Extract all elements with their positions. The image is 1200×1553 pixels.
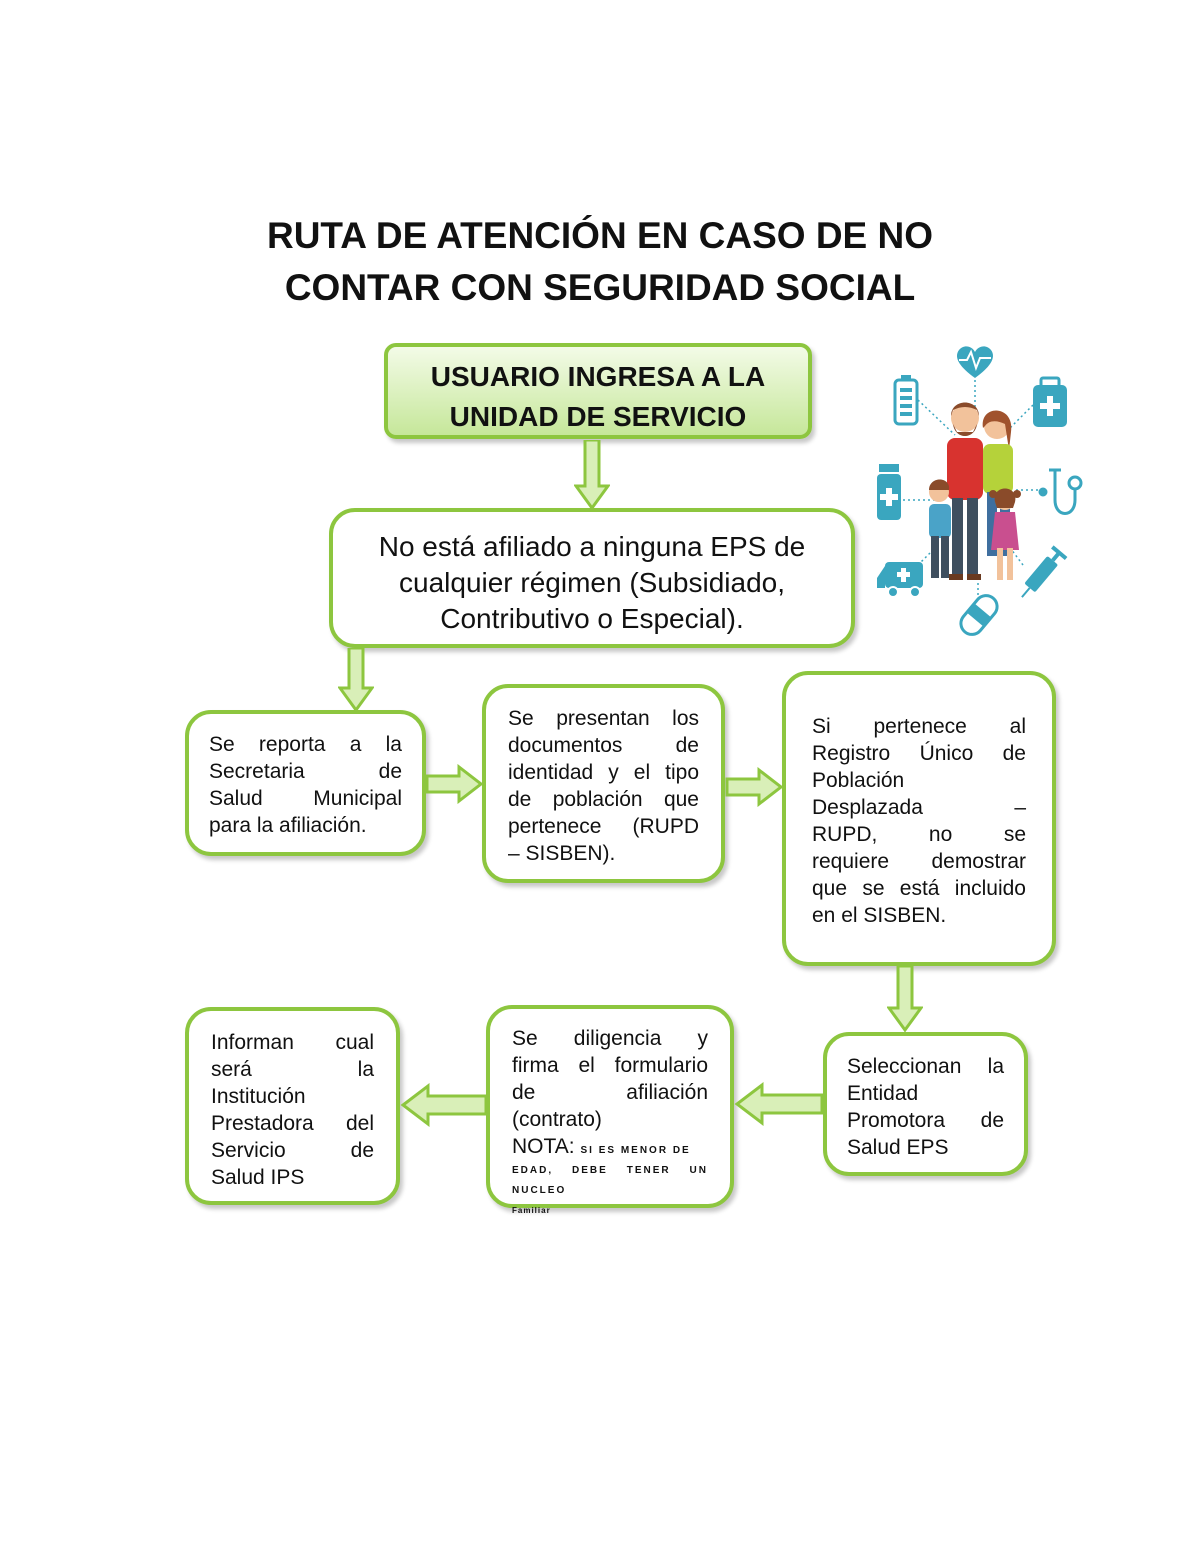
node-form-nota: NOTA: SI ES MENOR DE [512, 1133, 708, 1161]
node-ips-line: será la [211, 1058, 374, 1081]
node-not-affiliated: No está afiliado a ninguna EPS de cualqu… [329, 508, 855, 648]
arrow-left-2 [400, 1083, 488, 1127]
arrow-right-1 [425, 764, 483, 804]
node-not-affiliated-line-1: No está afiliado a ninguna EPS de [378, 531, 806, 562]
node-form-line: (contrato) [512, 1108, 602, 1131]
node-report-line: para la afiliación. [209, 814, 367, 837]
node-documents-line: de población que [508, 788, 699, 811]
node-select-eps-line: Seleccionan la [847, 1055, 1004, 1078]
node-documents-line: – SISBEN). [508, 842, 616, 865]
node-select-eps-line: Salud EPS [847, 1136, 949, 1159]
node-report-secretary: Se reporta a la Secretaria de Salud Muni… [185, 710, 426, 856]
family-icon [929, 402, 1021, 580]
node-rupd-line: RUPD, no se [812, 823, 1026, 846]
nota-text-2: EDAD, DEBE TENER UN NUCLEO [512, 1165, 708, 1196]
node-affiliation-form: Se diligencia y firma el formulario de a… [486, 1005, 734, 1215]
node-not-affiliated-line-2: cualquier régimen (Subsidiado, [399, 567, 785, 598]
node-rupd-line: Población [812, 769, 905, 792]
node-rupd-line: que se está incluido [812, 877, 1026, 900]
bandage-icon [959, 594, 999, 636]
arrow-down-1 [574, 440, 610, 510]
family-health-illustration [877, 346, 1083, 636]
node-not-affiliated-line-3: Contributivo o Especial). [440, 603, 744, 634]
node-report-line: Secretaria de [209, 760, 402, 783]
node-select-eps: Seleccionan la Entidad Promotora de Salu… [823, 1032, 1028, 1176]
node-rupd-line: Desplazada – [812, 796, 1026, 819]
node-select-eps-line: Entidad [847, 1082, 919, 1105]
node-documents-line: Se presentan los [508, 707, 699, 730]
node-ips-line: Informan cual [211, 1031, 374, 1054]
ambulance-icon [877, 562, 923, 598]
arrow-down-3 [887, 966, 923, 1032]
node-inform-ips: Informan cual será la Institución Presta… [185, 1007, 400, 1205]
node-documents-line: pertenece (RUPD [508, 815, 699, 838]
first-aid-kit-icon [1033, 376, 1067, 427]
stethoscope-icon [1038, 468, 1083, 515]
page-title: RUTA DE ATENCIÓN EN CASO DE NO CONTAR CO… [150, 210, 1050, 314]
title-line-1: RUTA DE ATENCIÓN EN CASO DE NO [266, 215, 934, 256]
node-form-line: Se diligencia y [512, 1027, 708, 1050]
node-ips-line: Prestadora del [211, 1112, 374, 1135]
medicine-bottle-icon [877, 464, 901, 520]
heart-pulse-icon [956, 346, 994, 378]
battery-icon [893, 375, 919, 426]
node-rupd-line: Registro Único de [812, 742, 1026, 765]
node-user-enters: USUARIO INGRESA A LA UNIDAD DE SERVICIO [384, 343, 812, 439]
syringe-icon [1021, 545, 1068, 598]
node-form-line: firma el formulario [512, 1054, 708, 1077]
node-user-enters-line-1: USUARIO INGRESA A LA [430, 361, 766, 392]
arrow-right-2 [725, 767, 783, 807]
node-present-documents: Se presentan los documentos de identidad… [482, 684, 725, 883]
node-user-enters-line-2: UNIDAD DE SERVICIO [449, 401, 747, 432]
title-line-2: CONTAR CON SEGURIDAD SOCIAL [284, 267, 916, 308]
arrow-down-2 [338, 648, 374, 712]
arrow-left-1 [734, 1082, 824, 1126]
node-select-eps-line: Promotora de [847, 1109, 1004, 1132]
node-ips-line: Servicio de [211, 1139, 374, 1162]
node-rupd-line: Si pertenece al [812, 715, 1026, 738]
node-documents-line: documentos de [508, 734, 699, 757]
node-ips-line: Salud IPS [211, 1166, 305, 1189]
node-rupd-line: en el SISBEN. [812, 904, 947, 927]
nota-text-3: Familiar [512, 1206, 551, 1215]
node-ips-line: Institución [211, 1085, 306, 1108]
node-documents-line: identidad y el tipo [508, 761, 699, 784]
nota-label: NOTA: [512, 1135, 575, 1158]
node-rupd-line: requiere demostrar [812, 850, 1026, 873]
node-report-line: Se reporta a la [209, 733, 402, 756]
nota-text-1: SI ES MENOR DE [580, 1145, 691, 1156]
node-form-line: de afiliación [512, 1081, 708, 1104]
node-rupd: Si pertenece al Registro Único de Poblac… [782, 671, 1056, 966]
node-report-line: Salud Municipal [209, 787, 402, 810]
